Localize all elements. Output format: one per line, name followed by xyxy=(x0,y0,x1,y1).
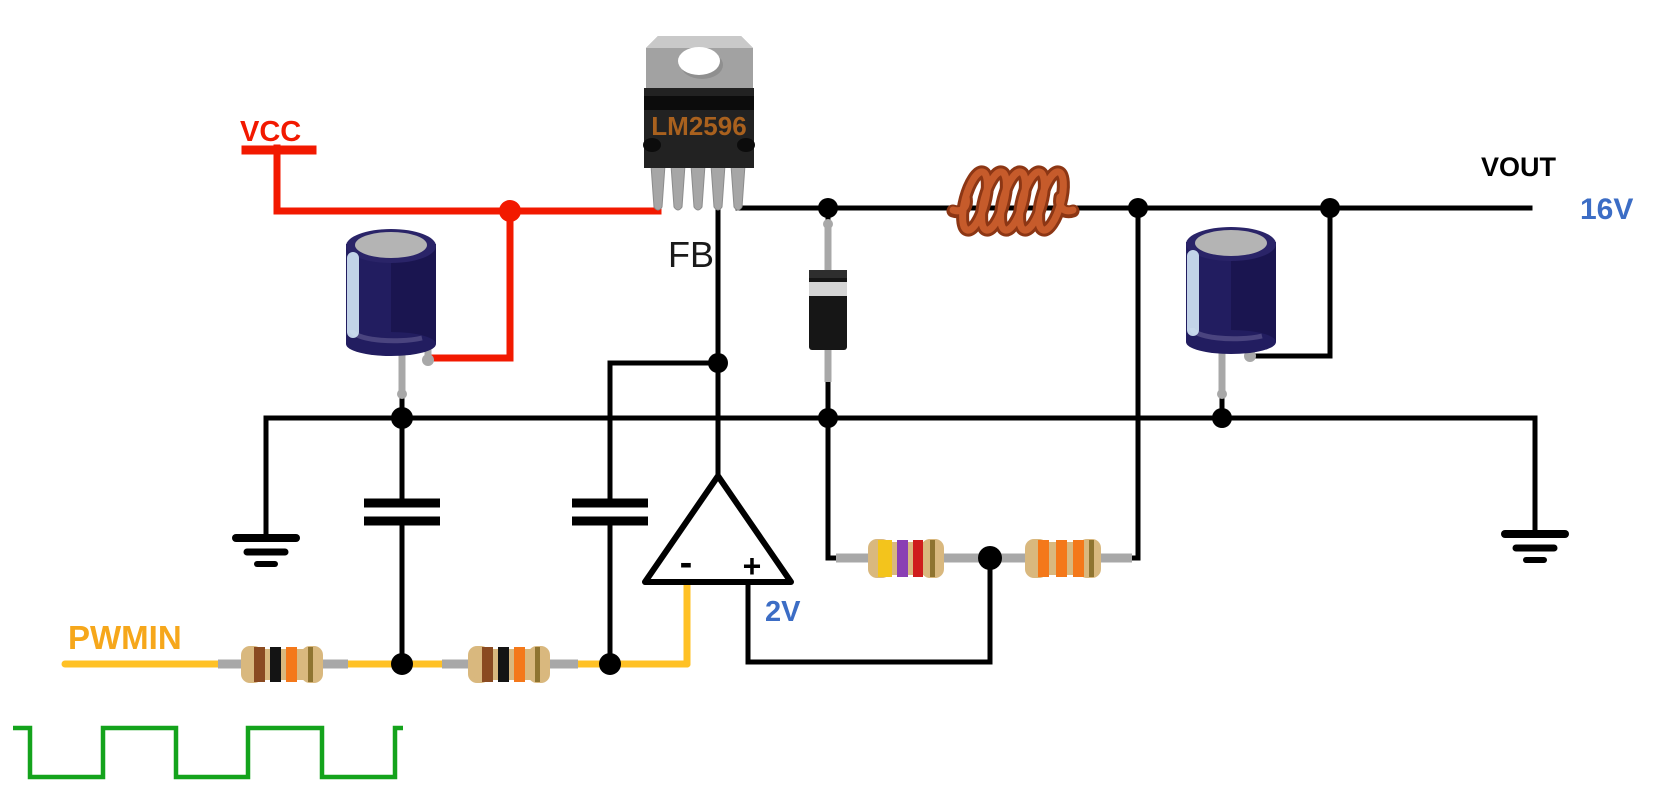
junction-dot-vcc xyxy=(499,200,521,222)
chip-mounting-hole xyxy=(678,47,720,75)
wires-red xyxy=(241,144,662,362)
output-electrolytic-capacitor xyxy=(1186,227,1276,399)
chip-pins xyxy=(650,164,746,211)
vcc-label: VCC xyxy=(240,116,301,148)
r2-band-3 xyxy=(514,647,525,682)
junction-dots xyxy=(391,198,1340,675)
resistor-divider-high xyxy=(998,539,1132,578)
wire-vcc-to-vin xyxy=(273,144,662,215)
ceramic-capacitor-2 xyxy=(572,498,648,526)
vout-value-label: 16V xyxy=(1580,193,1633,226)
rlow-band-3 xyxy=(913,540,923,577)
opamp-minus-label: - xyxy=(680,542,693,584)
r1-band-2 xyxy=(270,647,281,682)
vout-label: VOUT xyxy=(1481,152,1557,182)
ground-symbol-left xyxy=(232,534,300,567)
pwm-waveform xyxy=(13,725,403,780)
inductor xyxy=(946,165,1080,237)
opamp-comparator: - + xyxy=(642,473,794,585)
wire-divider xyxy=(825,205,1141,561)
wire-ground-bus xyxy=(263,415,1538,541)
rhigh-band-1 xyxy=(1038,540,1049,577)
r1-band-3 xyxy=(286,647,297,682)
rhigh-band-3 xyxy=(1073,540,1084,577)
fb-label: FB xyxy=(668,234,714,275)
r1-band-1 xyxy=(254,647,265,682)
r2-band-1 xyxy=(482,647,493,682)
rlow-band-1 xyxy=(878,540,892,577)
rhigh-band-4 xyxy=(1089,540,1094,577)
resistor-pwm-r1 xyxy=(218,646,348,683)
ref-value-label: 2V xyxy=(765,596,801,628)
regulator-chip: LM2596 xyxy=(643,36,755,211)
diode-cathode-band xyxy=(809,282,847,296)
resistor-divider-low xyxy=(836,539,982,578)
rlow-band-4 xyxy=(930,540,935,577)
wires-yellow xyxy=(61,578,691,668)
wire-feedback-midpoint xyxy=(745,555,993,665)
diode xyxy=(809,219,847,382)
r2-band-4 xyxy=(535,647,540,682)
pwm-waveform-trace xyxy=(13,725,403,780)
chip-label: LM2596 xyxy=(651,111,746,141)
pwmin-label: PWMIN xyxy=(68,619,182,656)
wire-outcap-right xyxy=(1247,205,1333,359)
wires-black xyxy=(263,205,1538,667)
r2-band-2 xyxy=(498,647,509,682)
r1-band-4 xyxy=(308,647,313,682)
input-electrolytic-capacitor xyxy=(346,229,436,399)
resistor-pwm-r2 xyxy=(442,646,578,683)
opamp-plus-label: + xyxy=(743,548,762,584)
rhigh-band-2 xyxy=(1056,540,1067,577)
rlow-band-2 xyxy=(897,540,908,577)
ceramic-capacitor-1 xyxy=(364,498,440,526)
ground-symbol-right xyxy=(1501,530,1569,563)
wire-vcc-to-incap xyxy=(424,207,514,362)
